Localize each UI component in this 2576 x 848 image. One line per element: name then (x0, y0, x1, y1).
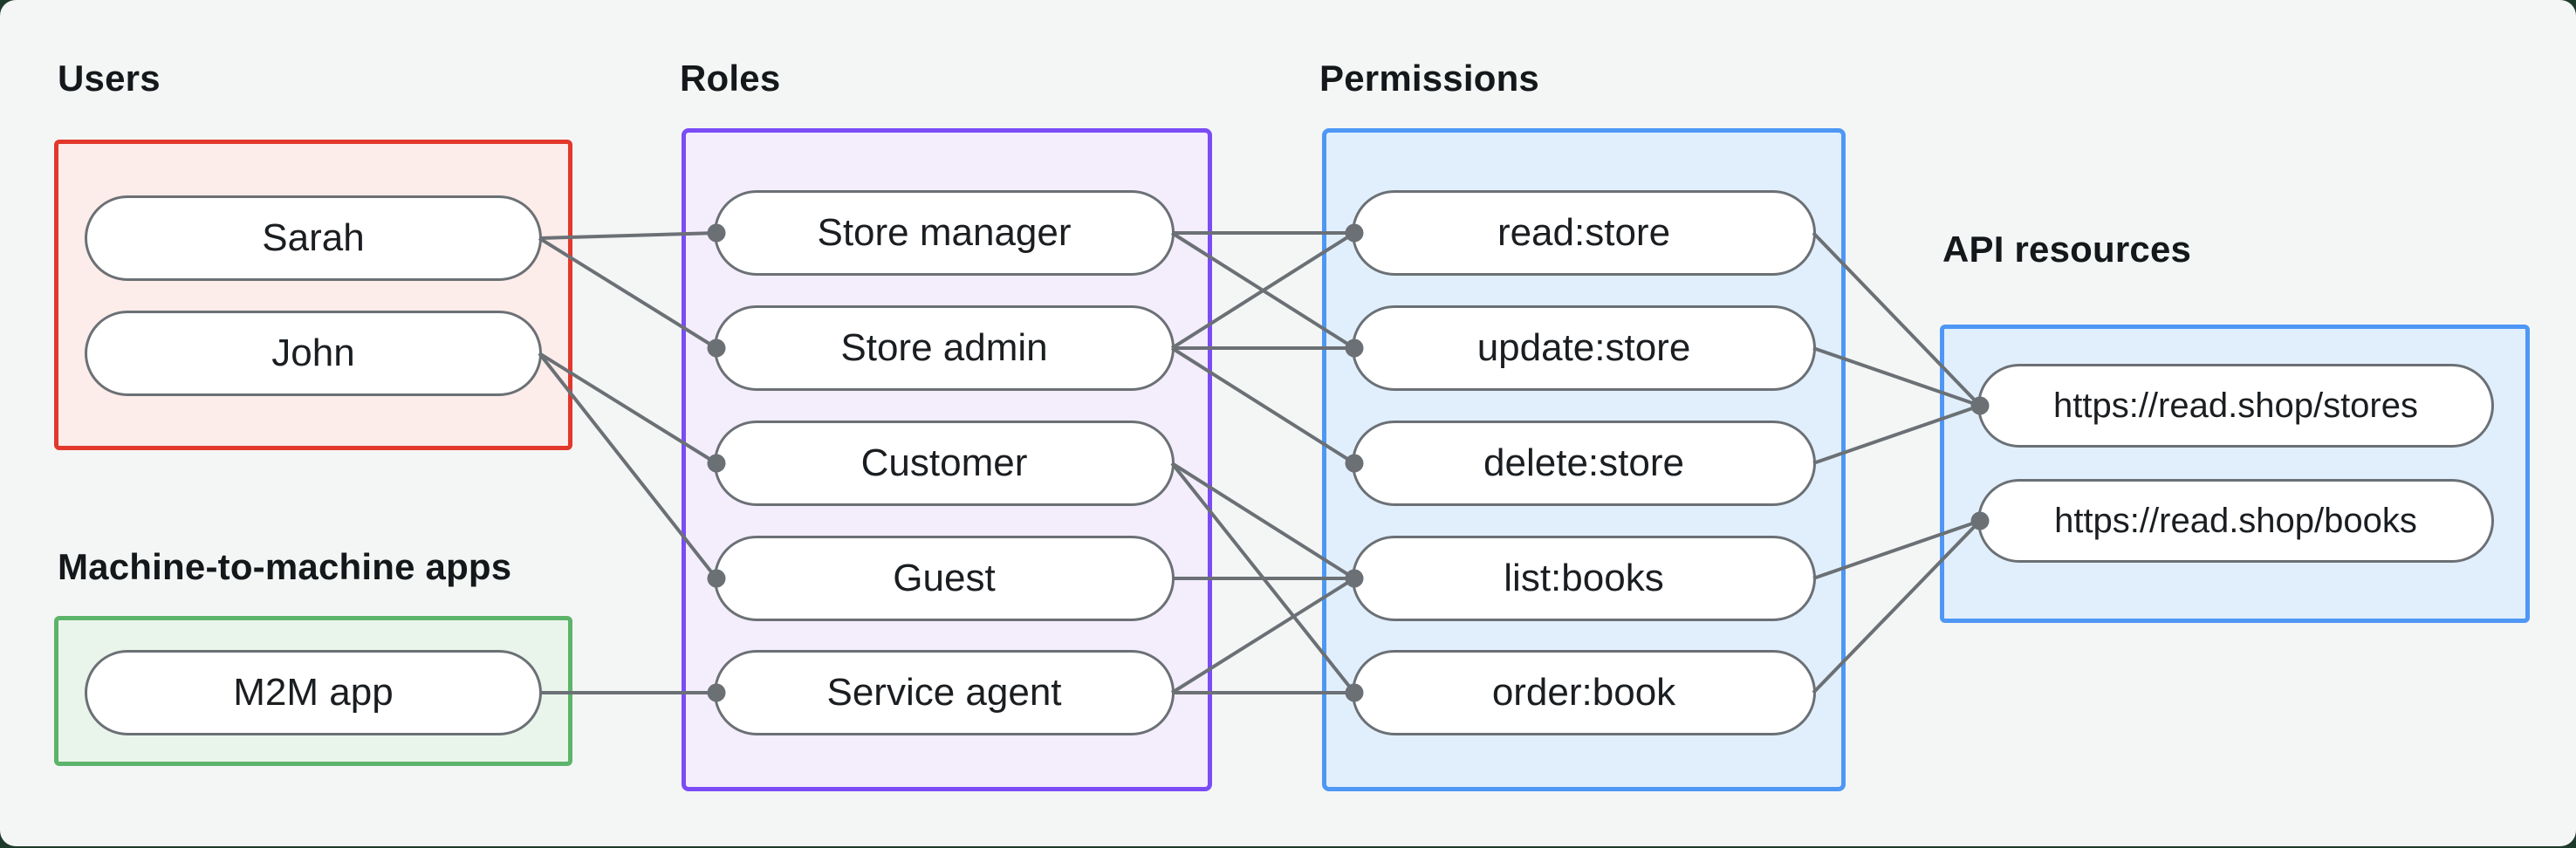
node-label: delete:store (1483, 441, 1684, 484)
node-sarah: Sarah (85, 195, 542, 281)
node-stores-api: https://read.shop/stores (1977, 364, 2494, 448)
node-label: Store admin (840, 326, 1048, 369)
node-label: https://read.shop/books (2054, 501, 2417, 540)
node-label: update:store (1476, 326, 1691, 369)
node-label: order:book (1491, 671, 1676, 714)
users-group-box (54, 140, 572, 450)
node-john: John (85, 311, 542, 396)
api-resources-group-label: API resources (1942, 229, 2192, 270)
node-label: list:books (1504, 557, 1664, 599)
node-m2m-app: M2M app (85, 650, 542, 735)
node-label: Customer (860, 441, 1028, 484)
node-customer: Customer (714, 421, 1175, 506)
node-list-books: list:books (1352, 536, 1816, 621)
node-books-api: https://read.shop/books (1977, 479, 2494, 563)
roles-group-label: Roles (680, 58, 781, 99)
node-delete-store: delete:store (1352, 421, 1816, 506)
m2m-apps-group-label: Machine-to-machine apps (58, 546, 512, 587)
node-label: Guest (893, 557, 996, 599)
node-read-store: read:store (1352, 190, 1816, 276)
users-group-label: Users (58, 58, 161, 99)
node-label: read:store (1497, 211, 1671, 254)
permissions-group-label: Permissions (1319, 58, 1539, 99)
node-store-admin: Store admin (714, 305, 1175, 391)
node-label: Store manager (817, 211, 1072, 254)
node-update-store: update:store (1352, 305, 1816, 391)
node-service-agent: Service agent (714, 650, 1175, 735)
node-store-manager: Store manager (714, 190, 1175, 276)
node-label: Sarah (262, 216, 365, 259)
node-label: https://read.shop/stores (2052, 386, 2418, 425)
node-label: M2M app (233, 671, 394, 714)
node-order-book: order:book (1352, 650, 1816, 735)
node-label: John (271, 332, 355, 374)
node-label: Service agent (826, 671, 1062, 714)
node-guest: Guest (714, 536, 1175, 621)
